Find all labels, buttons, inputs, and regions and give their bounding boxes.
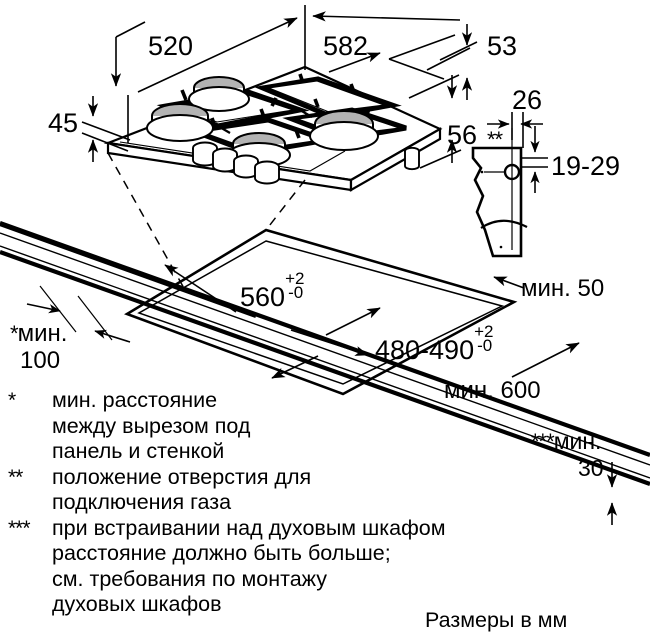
- dimension-label-min-50: мин. 50: [521, 275, 605, 302]
- units-note: Размеры в мм: [425, 608, 568, 632]
- burner-group: [146, 76, 379, 168]
- legend-line: см. требования по монтажу: [52, 566, 328, 591]
- dimension-560: [164, 264, 369, 356]
- legend-text-three-star: при встраивании над духовым шкафом расст…: [52, 516, 608, 618]
- dimension-label-53: 53: [487, 31, 518, 61]
- legend-notes: * мин. расстояние между вырезом под пане…: [8, 388, 608, 618]
- min-side-wall-text: мин.: [17, 320, 68, 347]
- legend-mark-three-star: ***: [8, 516, 31, 540]
- dimension-label-520: 520: [148, 31, 194, 61]
- min-under-value: 30: [578, 455, 604, 481]
- dimension-label-45: 45: [48, 108, 79, 138]
- cutout-width-tolerance: +2-0: [285, 269, 305, 303]
- knob-2: [212, 147, 238, 173]
- dimension-label-min-600: мин. 600: [444, 377, 541, 404]
- legend-text-one-star: мин. расстояние между вырезом под панель…: [52, 388, 608, 465]
- legend-line: при встраивании над духовым шкафом: [52, 515, 446, 540]
- hob-isometric-view: [0, 5, 650, 525]
- legend-line: панель и стенкой: [52, 439, 225, 463]
- dimension-min-100: [26, 285, 131, 343]
- legend-mark-one-star: *: [8, 389, 16, 412]
- marker-three-star-under-oven: ***: [531, 429, 555, 454]
- dimension-label-480-490: 480-490+2-0: [375, 322, 496, 365]
- gas-connection-stub: [404, 146, 420, 171]
- legend-line: мин. расстояние: [52, 388, 218, 412]
- dimension-53: [426, 24, 478, 100]
- leader-min-50: [493, 276, 525, 289]
- cutout-depth-tolerance: +2-0: [474, 322, 494, 356]
- dimension-56: [408, 74, 462, 169]
- leader-min-600: [511, 342, 580, 378]
- burner-rear-right: [309, 110, 379, 151]
- cutout-depth-value: 480-490: [375, 335, 475, 365]
- marker-two-star-gas-hole: **: [487, 127, 503, 152]
- legend-line: подключения газа: [52, 490, 232, 514]
- legend-text-two-star: положение отверстия для подключения газа: [52, 465, 608, 516]
- dimension-26: [487, 112, 543, 148]
- dimension-19-29: [521, 126, 548, 193]
- control-knobs: [192, 141, 280, 185]
- min-side-wall-value: 100: [20, 347, 61, 374]
- burner-front-left: [146, 103, 214, 142]
- legend-line: расстояние должно быть больше;: [52, 541, 391, 565]
- burner-rear-left: [188, 76, 250, 112]
- legend-line: между вырезом под: [52, 413, 251, 438]
- dimension-label-min-100: *мин. 100: [10, 320, 67, 374]
- legend-line: положение отверстия для: [52, 464, 312, 489]
- dimension-label-26: 26: [512, 85, 543, 115]
- worktop: [0, 152, 650, 486]
- dimension-480-490: [271, 307, 381, 379]
- dimension-45: [81, 96, 131, 162]
- legend-row-two-star: ** положение отверстия для подключения г…: [8, 465, 608, 516]
- marker-one-star-side-wall: *: [10, 321, 19, 346]
- dimension-520: [110, 5, 306, 143]
- dimension-582: [312, 11, 461, 80]
- cutout-width-value: 560: [240, 282, 286, 312]
- dimension-label-19-29: 19-29: [551, 151, 621, 181]
- min-under-text: мин.: [553, 428, 602, 454]
- legend-line: духовых шкафов: [52, 592, 222, 616]
- legend-row-one-star: * мин. расстояние между вырезом под пане…: [8, 388, 608, 465]
- knob-4: [254, 160, 280, 185]
- gas-hole-detail-view: [471, 112, 548, 258]
- legend-mark-two-star: **: [8, 465, 23, 489]
- legend-row-three-star: *** при встраивании над духовым шкафом р…: [8, 516, 608, 618]
- dimension-label-min-30: ***мин. 30: [531, 428, 604, 481]
- dimension-label-56: 56: [447, 120, 478, 150]
- dimension-label-560: 560+2-0: [240, 269, 307, 312]
- dimension-label-582: 582: [323, 31, 369, 61]
